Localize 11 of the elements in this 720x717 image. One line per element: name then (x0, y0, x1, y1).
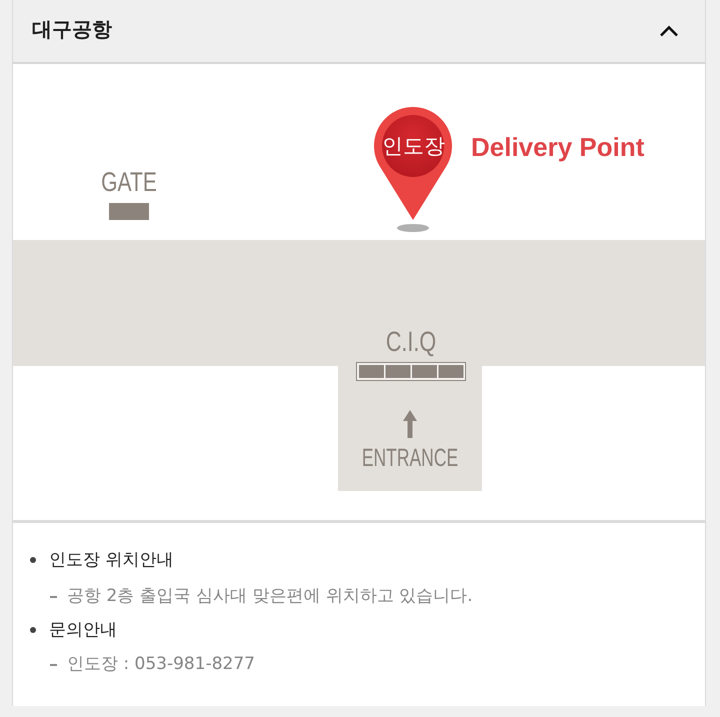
section-title: 대구공항 (32, 16, 112, 42)
pin-caption: Delivery Point (471, 131, 644, 164)
gate-label: GATE (101, 167, 157, 198)
list-heading: 문의안내 (49, 619, 117, 642)
detail-text: 공항 2층 출입국 심사대 맞은편에 위치하고 있습니다. (67, 585, 473, 608)
entrance-label: ENTRANCE (362, 444, 458, 473)
checkpoint-label: C.I.Q (386, 326, 436, 358)
entrance-area (338, 366, 482, 491)
pin-label: 인도장 (382, 133, 444, 160)
detail-text: 인도장 : 053-981-8277 (67, 653, 255, 676)
list-heading: 인도장 위치안내 (49, 549, 174, 572)
